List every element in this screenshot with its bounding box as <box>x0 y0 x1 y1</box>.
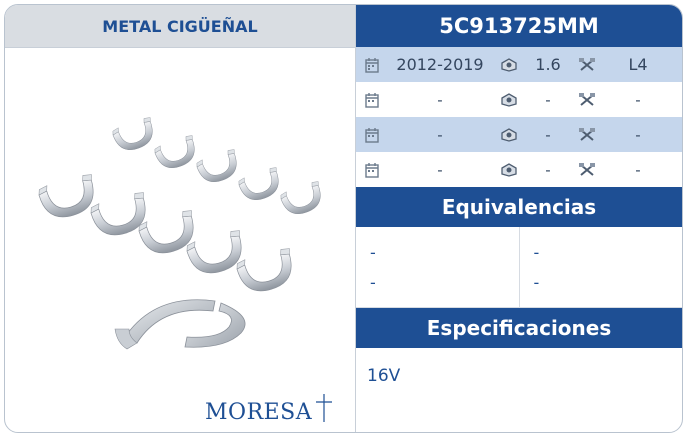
pistons-icon <box>577 160 597 180</box>
calendar-icon <box>362 125 382 145</box>
equivalencia-value: - <box>370 273 376 292</box>
year-range: - <box>437 90 443 109</box>
product-card: METAL CIGÜEÑAL <box>4 4 683 433</box>
year-range: 2012-2019 <box>396 55 484 74</box>
equivalencias-table: - - - - <box>356 227 682 308</box>
moresa-logo: MORESA <box>205 393 335 425</box>
pistons-icon <box>577 125 597 145</box>
calendar-icon <box>362 160 382 180</box>
engine-displacement: 1.6 <box>535 55 561 74</box>
bearing-set-image <box>36 116 327 350</box>
cross-logo-icon <box>316 394 333 422</box>
engine-displacement: - <box>545 90 551 109</box>
engine-icon <box>499 160 519 180</box>
engine-icon <box>499 55 519 75</box>
calendar-icon <box>362 90 382 110</box>
engine-configuration: - <box>635 160 641 179</box>
equivalencias-column: - - <box>356 227 519 307</box>
especificaciones-value: 16V <box>367 366 401 386</box>
engine-configuration: L4 <box>628 55 648 74</box>
application-row: - - - <box>356 82 682 117</box>
engine-icon <box>499 90 519 110</box>
part-code: 5C913725MM <box>356 5 682 47</box>
product-image-panel: METAL CIGÜEÑAL <box>5 5 356 432</box>
pistons-icon <box>577 55 597 75</box>
equivalencia-value: - <box>370 243 376 262</box>
equivalencias-column: - - <box>518 227 683 307</box>
engine-displacement: - <box>545 160 551 179</box>
application-row: - - - <box>356 117 682 152</box>
category-title: METAL CIGÜEÑAL <box>5 5 355 48</box>
year-range: - <box>437 160 443 179</box>
year-range: - <box>437 125 443 144</box>
equivalencias-header: Equivalencias <box>356 187 682 227</box>
application-row: 2012-2019 1.6 L4 <box>356 47 682 82</box>
calendar-icon <box>362 55 382 75</box>
engine-icon <box>499 125 519 145</box>
engine-configuration: - <box>635 90 641 109</box>
equivalencia-value: - <box>533 273 540 292</box>
equivalencia-value: - <box>533 243 540 262</box>
pistons-icon <box>577 90 597 110</box>
engine-displacement: - <box>545 125 551 144</box>
application-row: - - - <box>356 152 682 187</box>
engine-configuration: - <box>635 125 641 144</box>
especificaciones-header: Especificaciones <box>356 308 682 348</box>
product-info-panel: 5C913725MM 2012-2019 1.6 L4 - - - <box>356 5 682 432</box>
